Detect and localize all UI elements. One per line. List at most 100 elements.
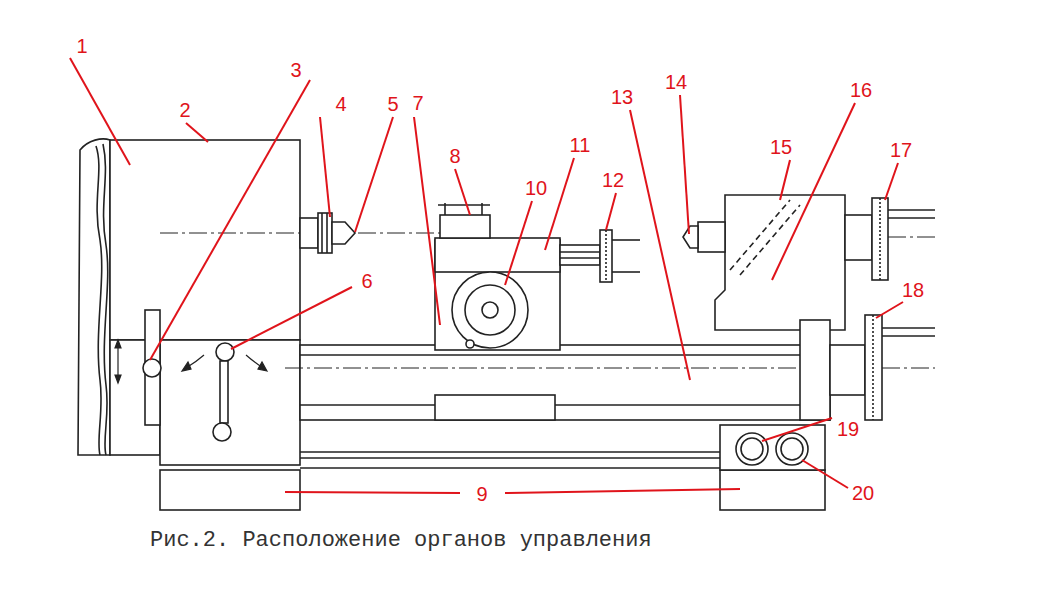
callout-number: 14 xyxy=(665,72,687,92)
leader-line xyxy=(630,110,690,380)
arrow-head xyxy=(115,340,121,348)
handle xyxy=(888,209,935,211)
collar-line xyxy=(321,213,323,253)
handwheel xyxy=(865,315,882,420)
arrow-head xyxy=(258,362,267,371)
leader-line xyxy=(606,193,616,230)
cover-edge xyxy=(103,144,108,455)
bed-rail xyxy=(300,354,830,356)
handle-knob xyxy=(216,343,234,361)
leader-line xyxy=(320,117,330,217)
handle xyxy=(612,271,640,273)
axis-line xyxy=(285,368,800,369)
handle xyxy=(612,239,640,241)
headstock-cover xyxy=(78,139,110,455)
chuck-collar xyxy=(318,213,332,253)
arrow-line xyxy=(117,345,118,378)
callout-number: 13 xyxy=(611,87,633,107)
handle xyxy=(882,327,935,329)
handwheel xyxy=(452,272,528,348)
lead-screw xyxy=(300,457,720,459)
lever-knob xyxy=(143,359,161,377)
leader-line xyxy=(455,169,470,215)
cross-screw xyxy=(560,245,600,265)
leader-lines xyxy=(70,58,903,493)
handle xyxy=(888,217,935,219)
cross-slide xyxy=(435,238,560,272)
axis-line xyxy=(888,237,935,238)
callout-number: 11 xyxy=(570,135,591,155)
leader-line xyxy=(802,460,848,488)
leader-line xyxy=(680,95,689,234)
center xyxy=(332,222,355,244)
handle-knob xyxy=(213,423,231,441)
screw-line xyxy=(560,257,600,259)
handle-lever xyxy=(220,361,228,423)
leader-line xyxy=(70,58,130,165)
base-line xyxy=(300,467,720,469)
callout-number: 16 xyxy=(850,80,872,100)
cover-edge xyxy=(96,146,102,455)
leader-line xyxy=(505,201,532,285)
toolpost-top xyxy=(438,204,490,206)
toolpost xyxy=(440,215,490,238)
axis-line xyxy=(882,368,935,369)
handle xyxy=(882,335,935,337)
button xyxy=(736,433,768,465)
arrow-head xyxy=(115,375,121,383)
handwheel-knob xyxy=(466,340,474,348)
headstock xyxy=(110,140,300,340)
handwheel xyxy=(600,230,612,282)
base xyxy=(160,470,300,510)
screw-line xyxy=(560,251,600,253)
callout-number: 10 xyxy=(525,178,547,198)
callout-number: 20 xyxy=(852,483,874,503)
callout-number: 2 xyxy=(179,100,190,120)
saddle xyxy=(435,395,555,420)
leader-line xyxy=(414,117,440,325)
callout-number: 15 xyxy=(770,137,792,157)
leader-line xyxy=(780,160,790,200)
callout-number: 7 xyxy=(412,93,423,113)
gearbox xyxy=(160,340,300,465)
button-inner xyxy=(781,438,803,460)
motion-arrows xyxy=(115,340,267,383)
callout-number: 8 xyxy=(449,146,460,166)
leader-line xyxy=(762,418,832,441)
lathe-body xyxy=(78,139,935,510)
callout-number: 4 xyxy=(335,94,346,114)
bed-rail xyxy=(300,404,830,406)
callout-number: 19 xyxy=(837,419,859,439)
callout-number: 9 xyxy=(476,484,487,504)
leader-line xyxy=(772,103,855,280)
leader-line xyxy=(545,158,574,250)
leader-line xyxy=(186,123,208,142)
center-lines xyxy=(160,233,935,368)
end-collar xyxy=(830,345,865,395)
lead-screw xyxy=(300,451,720,453)
arrow-head xyxy=(182,362,191,371)
callout-number: 3 xyxy=(290,60,301,80)
leader-line xyxy=(355,117,393,232)
callout-number: 1 xyxy=(76,36,87,56)
bed-end xyxy=(800,320,830,420)
handwheel-center xyxy=(482,302,498,318)
handwheel-teeth xyxy=(605,230,607,282)
leader-line xyxy=(231,287,352,349)
handwheel-hub xyxy=(465,285,515,335)
leader-line xyxy=(285,492,460,493)
leader-line xyxy=(150,80,310,360)
spindle xyxy=(300,218,318,248)
axis-line xyxy=(160,233,300,234)
callout-number: 12 xyxy=(602,170,624,190)
callout-number: 17 xyxy=(890,140,912,160)
tail-center xyxy=(683,226,698,248)
collar-line xyxy=(326,213,328,253)
leader-line xyxy=(505,489,740,493)
quill xyxy=(698,222,725,252)
callout-number: 18 xyxy=(902,280,924,300)
handwheel-teeth xyxy=(879,198,881,280)
callout-number: 5 xyxy=(387,94,398,114)
tail-screw xyxy=(845,215,872,260)
